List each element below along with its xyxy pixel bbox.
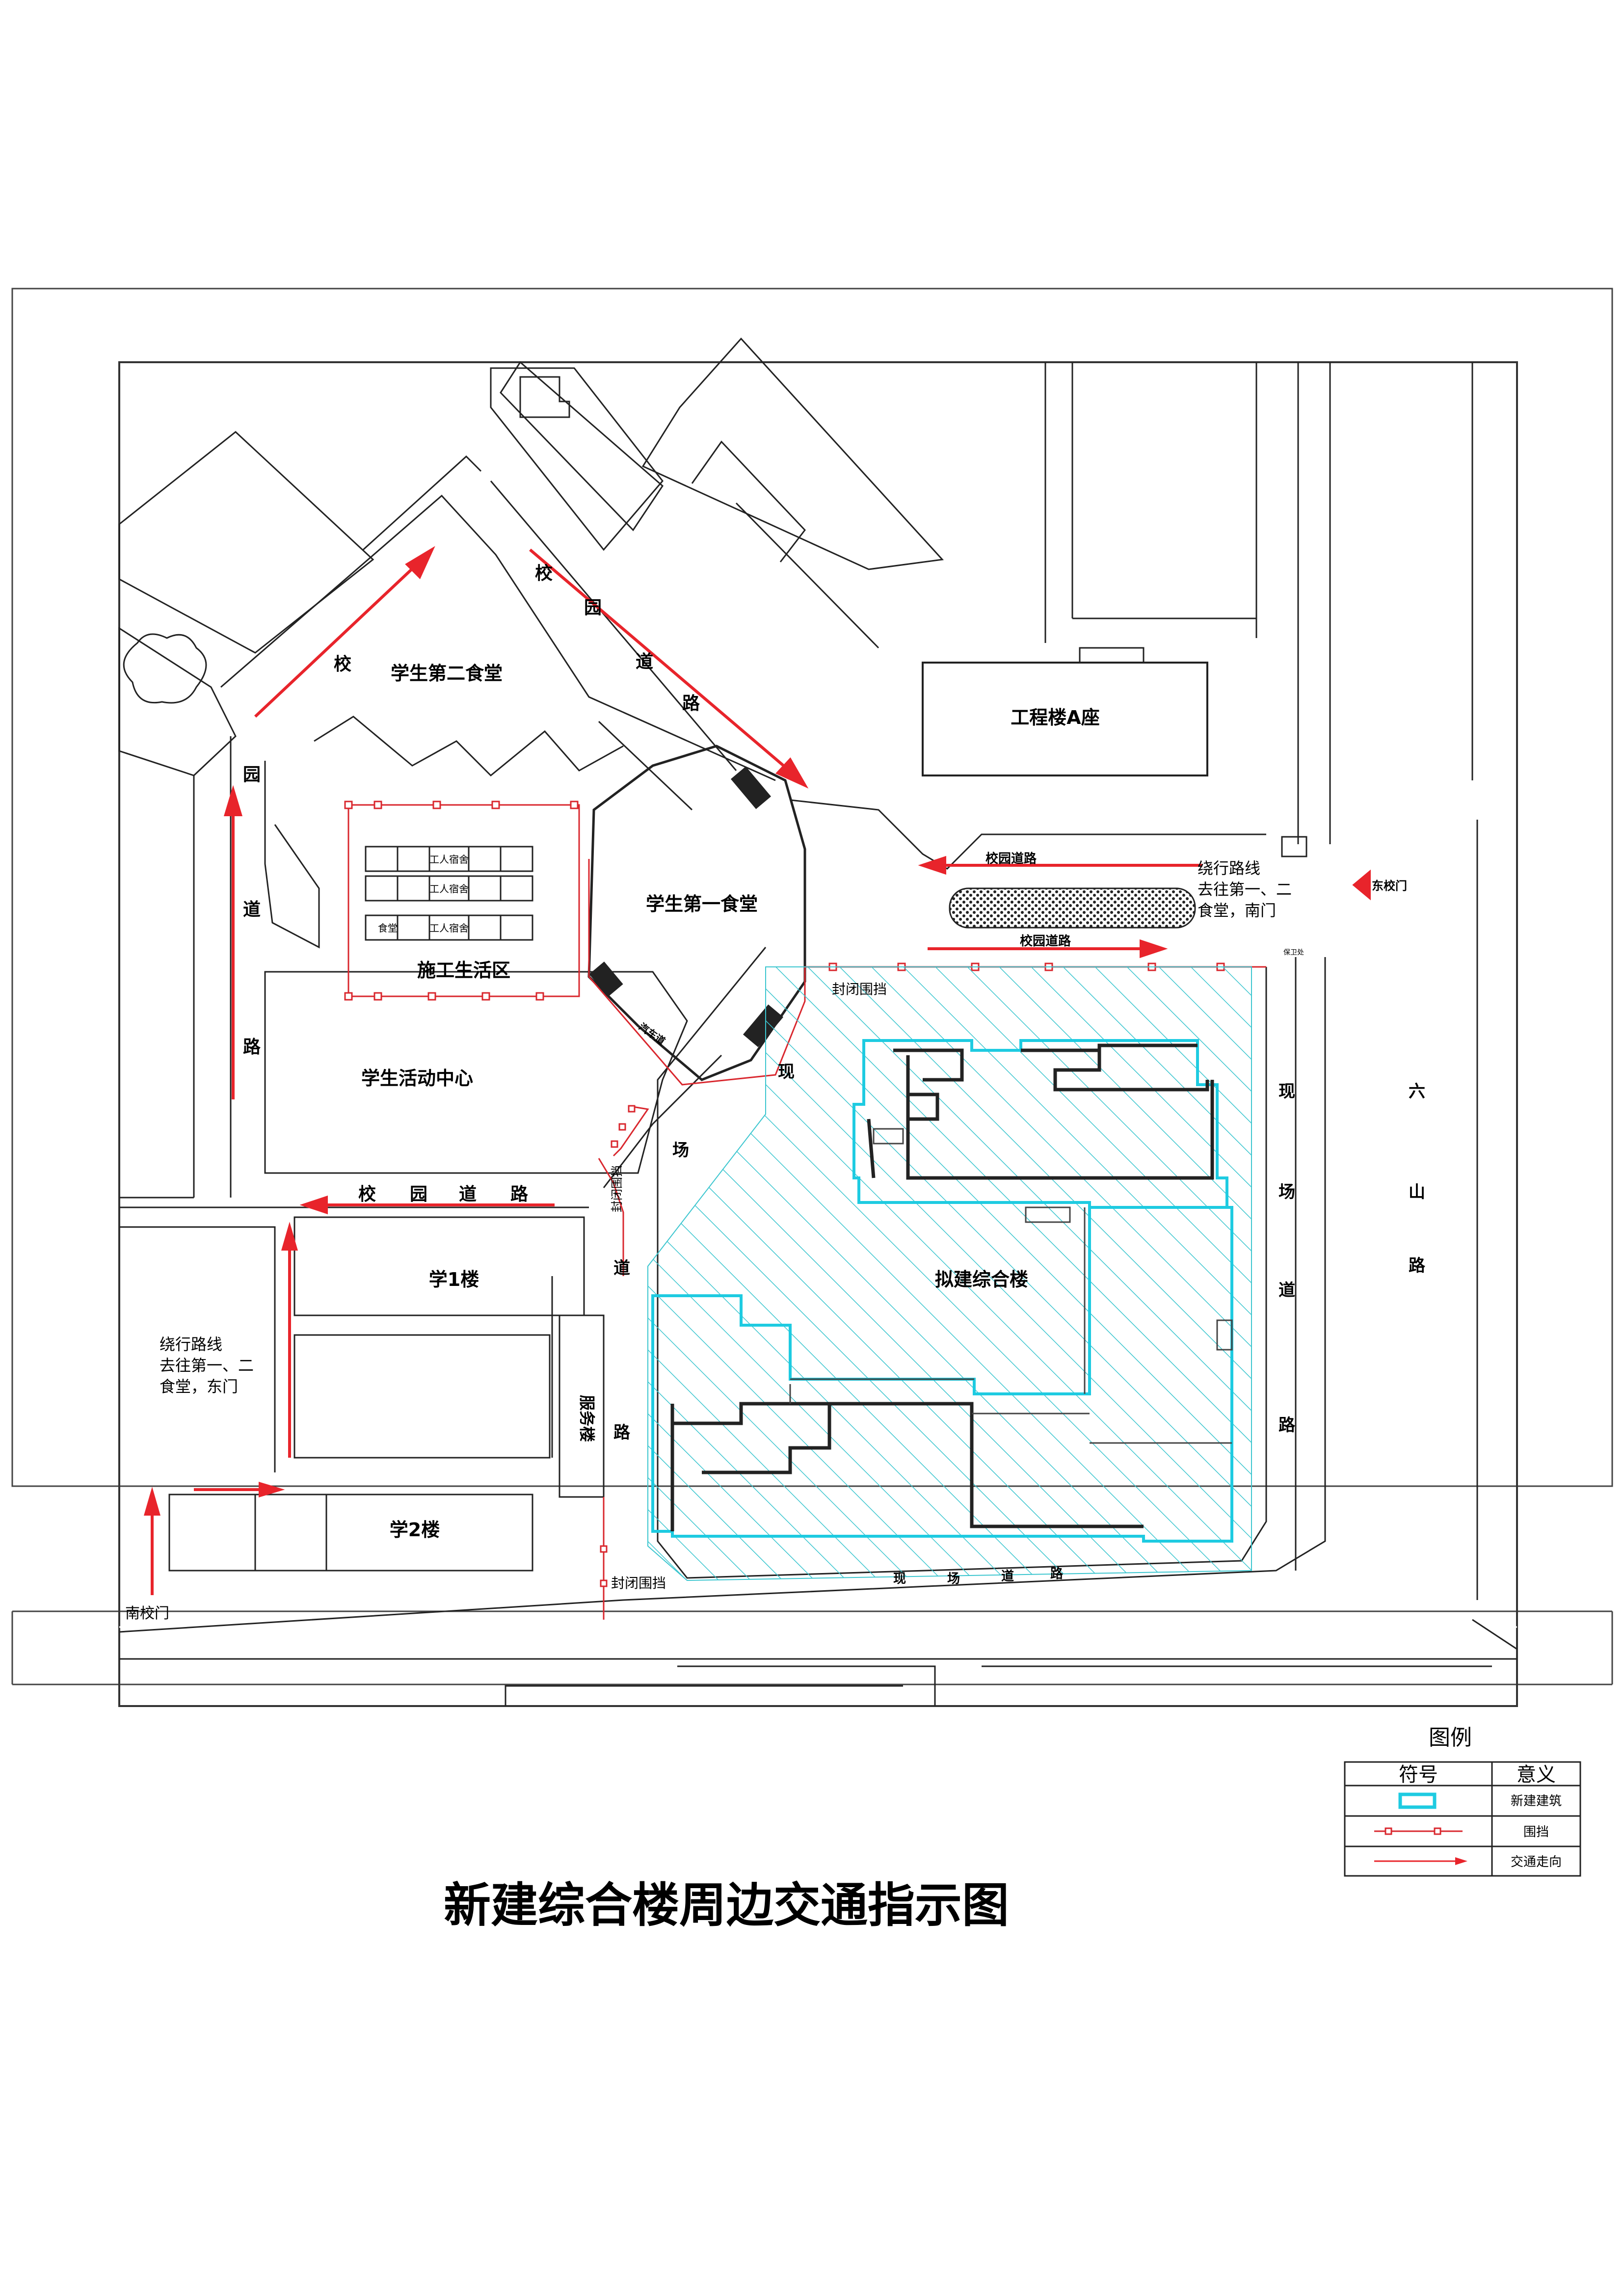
fence-label-1: 封闭围挡 xyxy=(832,981,887,997)
label-dorm-a: 工人宿舍 xyxy=(429,854,469,865)
map-frame xyxy=(118,361,1518,1707)
fence-label-2: 封闭围挡 xyxy=(610,1165,624,1212)
site-right-3: 道 xyxy=(1278,1281,1295,1300)
cyan-rectangle-icon xyxy=(1398,1792,1437,1809)
road-char-yuan: 园 xyxy=(243,765,261,785)
base-linework xyxy=(118,337,1518,1706)
label-activity-center: 学生活动中心 xyxy=(361,1068,473,1089)
legend-table xyxy=(1344,1761,1581,1877)
label-proposed: 拟建综合楼 xyxy=(935,1269,1028,1290)
road-diag-dao: 道 xyxy=(636,652,653,672)
campus-road-lower-1: 校 xyxy=(358,1184,376,1204)
new-building-outline xyxy=(651,1039,1233,1543)
site-right-4: 路 xyxy=(1278,1415,1296,1435)
road-diag-lu: 路 xyxy=(682,694,700,714)
south-gate-label: 南校门 xyxy=(125,1605,169,1622)
detour-east-line3: 食堂，南门 xyxy=(1198,901,1276,920)
detour-west-line1: 绕行路线 xyxy=(160,1335,222,1354)
road-diag-xiao: 校 xyxy=(535,563,553,584)
label-canteen-2: 学生第二食堂 xyxy=(391,663,503,684)
liushan-road-1: 六 xyxy=(1409,1082,1425,1101)
building-secondary-lines xyxy=(789,1128,1233,1444)
traffic-arrows xyxy=(144,546,1371,1595)
road-diag-yuan: 园 xyxy=(584,598,602,618)
tree-icon xyxy=(123,633,207,704)
fence-label-3: 封闭围挡 xyxy=(611,1575,666,1591)
bus-lane-label: 汽车道 xyxy=(637,1020,667,1047)
small-building-top xyxy=(519,376,570,418)
legend-col-meaning: 意义 xyxy=(1517,1763,1556,1786)
planter-island xyxy=(949,887,1196,929)
site-right-1: 现 xyxy=(1278,1082,1295,1101)
road-char-xiao: 校 xyxy=(334,654,351,674)
campus-road-lower-2: 园 xyxy=(410,1184,427,1204)
fence-diagonal xyxy=(598,1158,624,1276)
label-dorm-canteen: 食堂 xyxy=(378,922,398,934)
notes: 绕行路线 去往第一、二 食堂，南门 绕行路线 去往第一、二 食堂，东门 东校门 … xyxy=(125,859,1407,1622)
site-bottom-2: 场 xyxy=(947,1572,960,1586)
detour-east-line1: 绕行路线 xyxy=(1198,859,1260,878)
site-bottom-4: 路 xyxy=(1050,1566,1064,1581)
guard-box-top xyxy=(1281,836,1307,857)
site-left-3: 道 xyxy=(613,1258,630,1278)
label-xue1: 学1楼 xyxy=(429,1269,479,1290)
liushan-road-2: 山 xyxy=(1409,1182,1425,1202)
east-gate-label: 东校门 xyxy=(1372,879,1407,893)
red-arrow-icon xyxy=(1374,1857,1467,1865)
label-dorm-b: 工人宿舍 xyxy=(429,883,469,895)
legend-meaning-traffic: 交通走向 xyxy=(1511,1855,1562,1869)
legend: 图例 符号 意义 新建建筑 围挡 交通走向 xyxy=(1344,1725,1581,1877)
engineering-building-a xyxy=(922,662,1208,776)
construction-area-fence xyxy=(347,804,580,997)
canteen-1-stairs-c xyxy=(589,961,623,997)
site-right-2: 场 xyxy=(1278,1182,1295,1202)
campus-road-lower-3: 道 xyxy=(459,1184,477,1204)
proposed-site-area xyxy=(647,966,1252,1581)
label-dorm-c: 工人宿舍 xyxy=(429,922,469,934)
legend-title: 图例 xyxy=(1429,1725,1472,1750)
campus-road-east-2: 校园道路 xyxy=(1020,934,1071,949)
stairs xyxy=(1079,647,1145,664)
site-bottom-1: 现 xyxy=(893,1572,906,1586)
label-construction-area: 施工生活区 xyxy=(417,960,510,981)
canteen-1-stairs-a xyxy=(730,766,772,809)
page-title: 新建综合楼周边交通指示图 xyxy=(444,1878,1009,1933)
campus-road-east-1: 校园道路 xyxy=(985,851,1037,866)
legend-meaning-fence: 围挡 xyxy=(1523,1825,1549,1840)
road-char-lu: 路 xyxy=(243,1037,261,1057)
detour-west-line3: 食堂，东门 xyxy=(160,1377,238,1396)
label-service: 服务楼 xyxy=(578,1395,596,1442)
workers-dorms xyxy=(365,846,533,941)
detour-west-line2: 去往第一、二 xyxy=(160,1356,254,1375)
fence-diagonal-posts xyxy=(611,1105,636,1148)
liushan-road-3: 路 xyxy=(1409,1256,1426,1276)
new-building-walls xyxy=(670,1043,1214,1531)
site-bottom-3: 道 xyxy=(1001,1569,1014,1584)
site-left-1: 现 xyxy=(778,1062,795,1082)
fence-line-icon xyxy=(1374,1827,1463,1835)
label-xue2: 学2楼 xyxy=(390,1519,440,1541)
label-guard: 保卫处 xyxy=(1283,949,1304,957)
fence-south-posts xyxy=(600,1545,608,1587)
site-left-4: 路 xyxy=(613,1423,631,1442)
site-left-2: 场 xyxy=(672,1141,689,1160)
legend-meaning-new-building: 新建建筑 xyxy=(1511,1794,1562,1809)
fence-posts xyxy=(344,801,579,1001)
road-char-dao: 道 xyxy=(243,900,261,920)
label-canteen-1: 学生第一食堂 xyxy=(646,893,758,915)
detour-east-line2: 去往第一、二 xyxy=(1198,880,1292,899)
fence-diagonal-2 xyxy=(612,1106,649,1157)
campus-road-lower-4: 路 xyxy=(510,1184,529,1204)
label-eng-a: 工程楼A座 xyxy=(1011,707,1099,728)
legend-col-symbol: 符号 xyxy=(1399,1763,1438,1786)
